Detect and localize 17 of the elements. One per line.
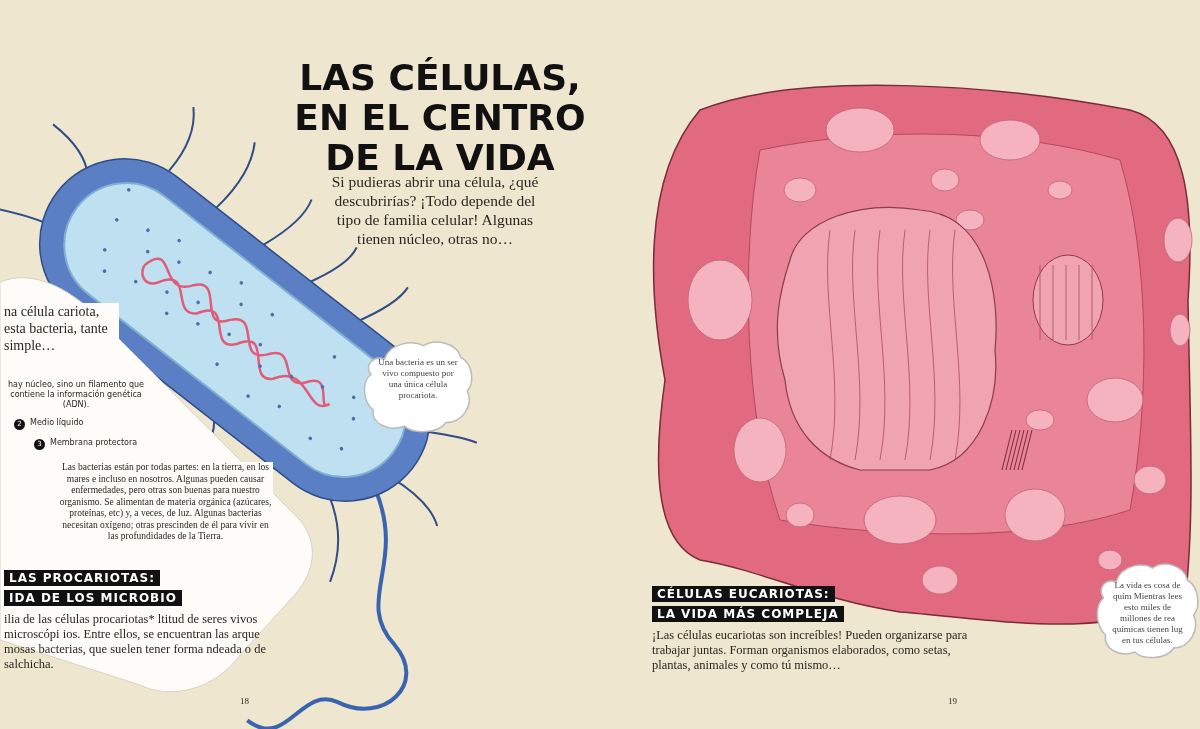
body-text: ilia de las células procariotas* ltitud de seres vivos microscópi ios. Entre ellos, se encuentran las arque mosas bacterias, que suelen tener forma ndeada o de salchicha.: [4, 612, 268, 672]
section-heading: IDA DE LOS MICROBIO: [4, 590, 182, 606]
page-number: 18: [240, 696, 249, 706]
body-text: ¡Las células eucariotas son increíbles! Pueden organizarse para trabajar juntas. Forman organismos elaborados, como setas, plantas, animales y como tú mismo…: [652, 628, 969, 673]
cloud-text: La vida es cosa de quím Mientras lees esto miles de millones de rea químicas tienen lug en tus células.: [1111, 580, 1184, 646]
part-label: Medio líquido: [30, 418, 84, 427]
part-label: Membrana protectora: [50, 438, 138, 447]
body-text: hay núcleo, sino un filamento que contiene la información genética (ADN).: [6, 380, 146, 410]
body-text: Las bacterias están por todas partes: en la tierra, en los mares e incluso en nosotros. Algunas pueden causar enfermedades, pero otras son buenas para nuestro organismo. Se alimentan de materia orgánica (azúcares, proteínas, etc) y, a veces, de luz. Algunas bacterias necesitan oxígeno; otras prescinden de él para vivir en las profundidades de la Tierra.: [58, 462, 273, 543]
cloud-bubble: [1095, 560, 1200, 660]
section-heading: CÉLULAS EUCARIOTAS:: [652, 586, 835, 602]
body-text: na célula cariota, esta bacteria, tante simple…: [4, 303, 119, 354]
section-heading: LAS PROCARIOTAS:: [4, 570, 160, 586]
cloud-text: Una bacteria es un ser vivo compuesto por una única célula procariota.: [377, 357, 459, 402]
cloud-bubble: [362, 338, 474, 434]
section-heading: LA VIDA MÁS COMPLEJA: [652, 606, 844, 622]
page-number: 19: [948, 696, 957, 706]
